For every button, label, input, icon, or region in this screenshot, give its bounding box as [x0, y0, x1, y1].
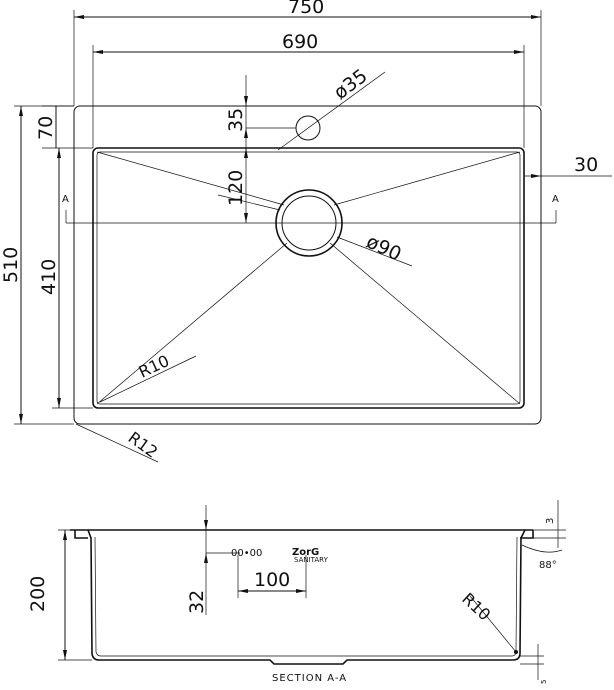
svg-text:690: 690	[282, 31, 318, 53]
svg-text:70: 70	[35, 116, 57, 140]
dim-bottom-radius: R10	[458, 589, 518, 654]
svg-text:120: 120	[225, 170, 247, 206]
dim-overflow-width: 100	[237, 555, 307, 598]
svg-text:35: 35	[225, 108, 247, 132]
svg-text:510: 510	[0, 247, 22, 283]
tap-hole-diameter-label: ø35	[330, 65, 372, 104]
section-marker-right: A	[552, 194, 559, 205]
svg-text:88°: 88°	[539, 560, 557, 571]
dim-rim-thickness: 3	[533, 500, 566, 548]
section-marker-left: A	[62, 194, 69, 205]
section-bowl-profile	[87, 529, 526, 665]
svg-text:3: 3	[545, 518, 556, 524]
bowl-inner-outline	[96, 151, 521, 405]
svg-text:R10: R10	[136, 351, 173, 382]
drain-funnel-lines	[96, 151, 521, 405]
svg-text:750: 750	[288, 0, 324, 18]
dim-overall-depth: 510	[0, 105, 74, 425]
svg-text:100: 100	[254, 569, 290, 591]
dim-bowl-width: 690	[92, 31, 525, 148]
dim-side-margin: 30	[524, 154, 612, 178]
dim-inner-radius: R10	[99, 351, 197, 403]
dim-bottom-step: 5	[520, 644, 548, 684]
outer-rim	[73, 105, 542, 425]
dim-bowl-depth: 410	[38, 148, 93, 409]
dim-outer-radius: R12	[75, 423, 162, 463]
svg-text:32: 32	[186, 590, 208, 614]
plan-view: A A 750 690 ø35 35	[0, 0, 612, 463]
section-view: 00•00 ZorG SANITARY 200 32 1	[27, 500, 566, 684]
tap-hole-leader	[277, 71, 386, 151]
dim-rim-angle: 88°	[521, 544, 563, 571]
dim-overall-width: 750	[73, 0, 542, 106]
brand-logo-subtext: SANITARY	[294, 556, 329, 564]
svg-text:R12: R12	[125, 428, 162, 462]
svg-text:200: 200	[27, 576, 49, 612]
dim-back-ledge: 70	[35, 105, 93, 149]
dim-overflow-height: 32	[186, 505, 240, 615]
drain-leader	[336, 236, 413, 267]
dim-drain-offset: 120	[217, 148, 281, 223]
brand-logo: ZorG	[292, 547, 319, 558]
svg-text:5: 5	[540, 680, 548, 684]
svg-text:30: 30	[574, 154, 598, 176]
dim-bowl-height: 200	[27, 529, 92, 661]
section-title: SECTION A-A	[272, 673, 347, 684]
svg-text:410: 410	[38, 259, 60, 295]
bowl-outline	[92, 147, 525, 409]
dim-tap-hole-offset: 35	[225, 75, 296, 150]
overflow-slots: 00•00	[231, 548, 262, 559]
